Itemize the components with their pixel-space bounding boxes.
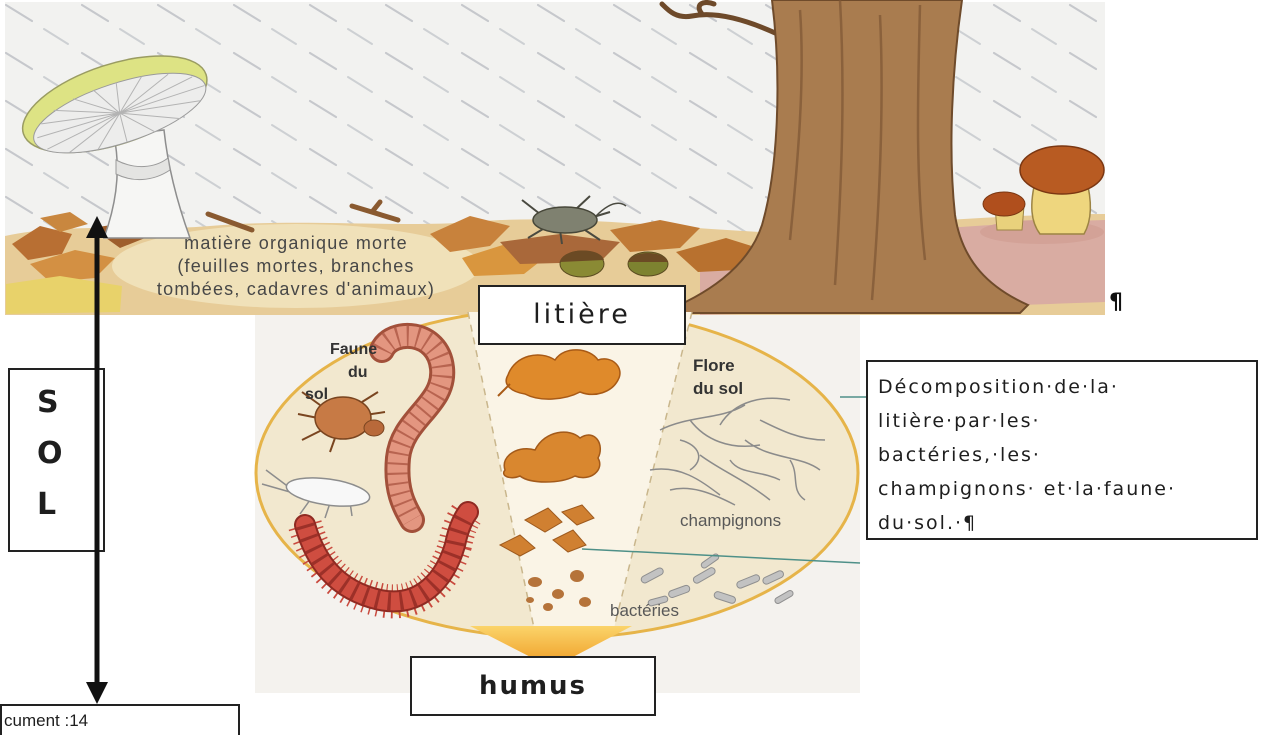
description-line: du·sol.·¶ [878, 506, 1256, 540]
particle [526, 597, 534, 603]
description-line: Décomposition·de·la· [878, 370, 1256, 404]
description-line: litière·par·les· [878, 404, 1256, 438]
soil-letter: L [37, 488, 56, 522]
fungi-label: champignons [680, 511, 781, 531]
boletus-cap-large [1020, 146, 1104, 194]
litter-box: litière [478, 285, 686, 345]
fauna-label-line: Faune [330, 341, 377, 359]
flora-label-line: Flore [693, 356, 735, 376]
particle [570, 570, 584, 582]
particle [543, 603, 553, 611]
particle [528, 577, 542, 587]
beetle-body [533, 207, 597, 233]
particle [579, 597, 591, 607]
document-number-label: cument :14 [4, 711, 88, 731]
dead-matter-label-line: matière organique morte [118, 232, 474, 255]
dead-matter-label-line: (feuilles mortes, branches [118, 255, 474, 278]
fauna-label-line: sol [305, 386, 328, 404]
description-line: bactéries,·les· [878, 438, 1256, 472]
humus-box: humus [410, 656, 656, 716]
flora-label-line: du sol [693, 379, 743, 399]
humus-box-label: humus [412, 658, 654, 714]
paragraph-mark: ¶ [1109, 290, 1123, 315]
description-line: champignons· et·la·faune· [878, 472, 1256, 506]
document-number-box: cument :14 [0, 704, 240, 735]
particle [552, 589, 564, 599]
litter-box-label: litière [480, 287, 684, 343]
mite-head [364, 420, 384, 436]
soil-box: S O L [8, 368, 105, 552]
bacteria-label: bactéries [610, 601, 679, 621]
boletus-cap-small [983, 192, 1025, 216]
soil-letter: S [37, 386, 59, 420]
fauna-label-line: du [348, 364, 368, 382]
description-box: Décomposition·de·la· litière·par·les· ba… [866, 360, 1258, 540]
soil-zoom-scene [255, 308, 866, 693]
dead-matter-label: matière organique morte (feuilles mortes… [118, 232, 474, 301]
soil-letter: O [37, 437, 63, 471]
dead-matter-label-line: tombées, cadavres d'animaux) [118, 278, 474, 301]
